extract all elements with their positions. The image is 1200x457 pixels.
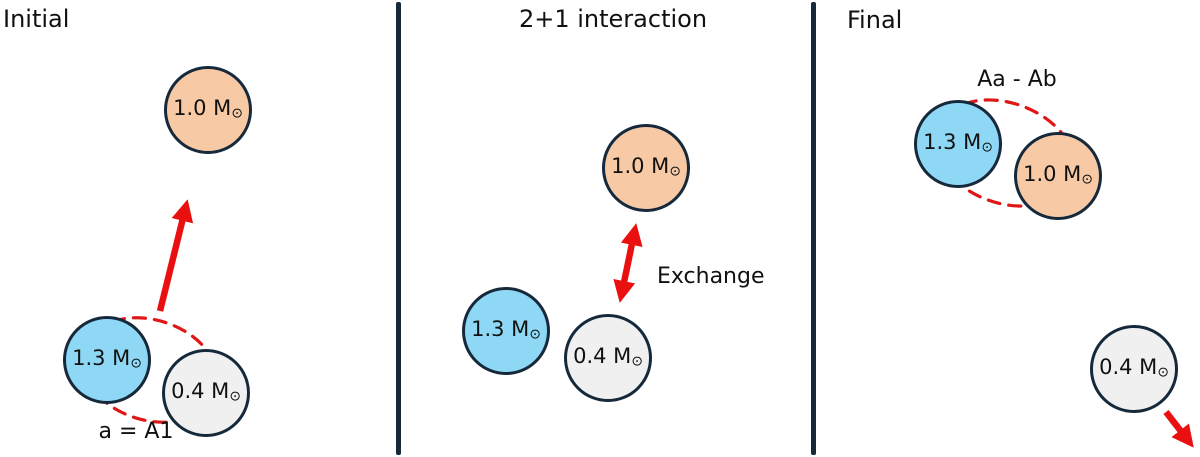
sun-symbol: ⊙ (981, 139, 993, 156)
sun-symbol: ⊙ (130, 355, 142, 372)
mass-label: 1.3 M⊙ (72, 348, 142, 371)
mass-value: 1.0 M (173, 96, 232, 121)
mass-value: 1.3 M (923, 130, 982, 155)
star-1.0-msun-interaction: 1.0 M⊙ (602, 124, 690, 212)
velocity-arrow-icon (156, 199, 194, 312)
mass-label: 0.4 M⊙ (171, 381, 241, 404)
sun-symbol: ⊙ (669, 163, 681, 180)
star-1.3-msun-initial: 1.3 M⊙ (63, 316, 151, 404)
star-0.4-msun-initial: 0.4 M⊙ (162, 349, 250, 437)
star-0.4-msun-final: 0.4 M⊙ (1090, 325, 1178, 413)
star-1.0-msun-final: 1.0 M⊙ (1014, 132, 1102, 220)
mass-label: 1.0 M⊙ (173, 98, 243, 121)
panel-title-initial: Initial (3, 5, 70, 33)
sun-symbol: ⊙ (1157, 364, 1169, 381)
mass-label: 1.0 M⊙ (1023, 164, 1093, 187)
sun-symbol: ⊙ (631, 353, 643, 370)
panel-divider-left (396, 2, 401, 455)
star-1.0-msun-initial: 1.0 M⊙ (164, 66, 252, 154)
panel-divider-right (811, 2, 816, 455)
escape-arrow-icon (1163, 410, 1194, 448)
panel-title-interaction: 2+1 interaction (518, 5, 708, 33)
mass-value: 0.4 M (171, 379, 230, 404)
exchange-label: Exchange (657, 264, 765, 289)
semi-major-axis-label: a = A1 (98, 419, 174, 444)
mass-value: 1.3 M (72, 346, 131, 371)
sun-symbol: ⊙ (1081, 171, 1093, 188)
star-1.3-msun-final: 1.3 M⊙ (914, 100, 1002, 188)
mass-value: 1.0 M (1023, 162, 1082, 187)
mass-label: 0.4 M⊙ (1099, 357, 1169, 380)
mass-label: 1.3 M⊙ (471, 319, 541, 342)
mass-value: 0.4 M (1099, 355, 1158, 380)
binary-components-label: Aa - Ab (977, 67, 1057, 92)
sun-symbol: ⊙ (529, 326, 541, 343)
sun-symbol: ⊙ (229, 388, 241, 405)
mass-label: 1.0 M⊙ (611, 156, 681, 179)
star-0.4-msun-interaction: 0.4 M⊙ (564, 314, 652, 402)
mass-value: 0.4 M (573, 344, 632, 369)
mass-label: 1.3 M⊙ (923, 132, 993, 155)
sun-symbol: ⊙ (231, 105, 243, 122)
exchange-arrow-icon (613, 223, 643, 303)
mass-label: 0.4 M⊙ (573, 346, 643, 369)
panel-title-final: Final (847, 6, 903, 34)
mass-value: 1.3 M (471, 317, 530, 342)
star-1.3-msun-interaction: 1.3 M⊙ (462, 287, 550, 375)
mass-value: 1.0 M (611, 154, 670, 179)
